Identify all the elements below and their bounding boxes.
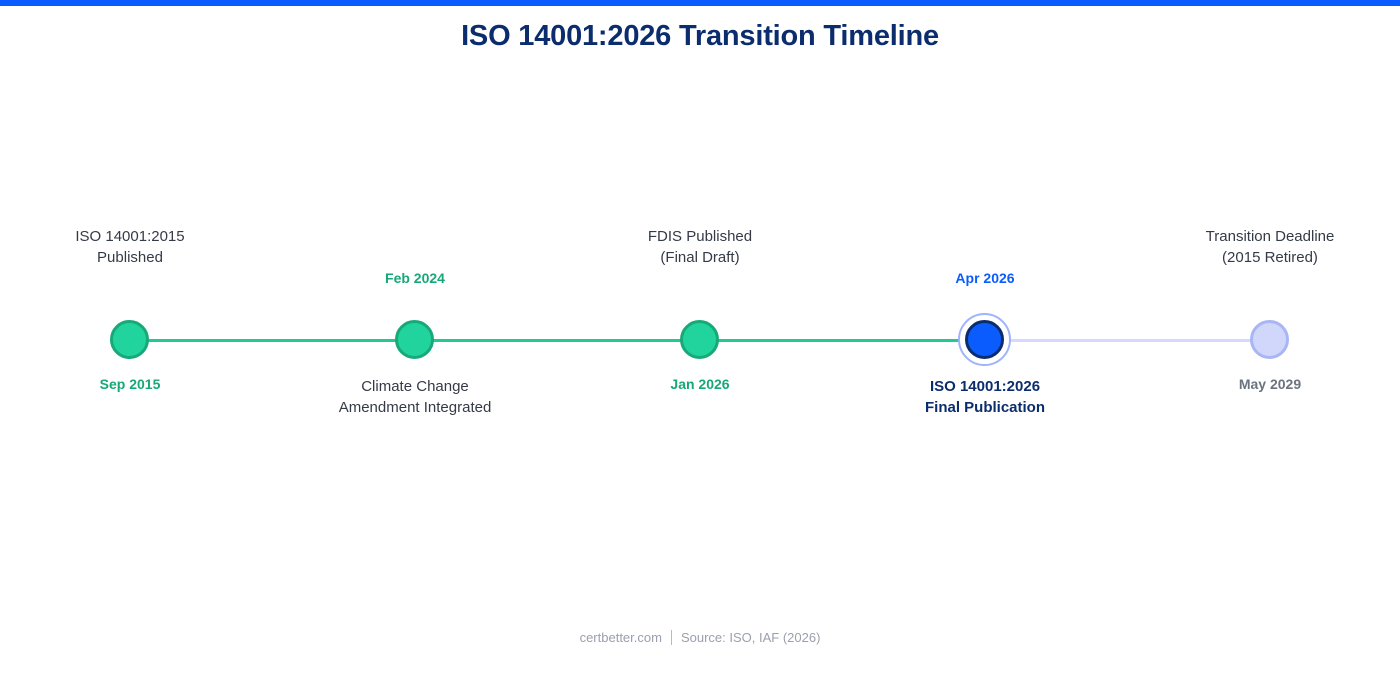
milestone-label: FDIS Published (Final Draft): [647, 228, 753, 266]
milestone-marker: [1250, 320, 1289, 359]
footer-source: Source: ISO, IAF (2026): [680, 630, 821, 645]
milestone-label: Transition Deadline (2015 Retired): [1205, 228, 1335, 266]
milestone-date: Jan 2026: [670, 376, 730, 392]
milestone-marker: [110, 320, 149, 359]
milestone-marker: [395, 320, 434, 359]
timeline-segment-1: [130, 339, 415, 342]
milestone-label: Climate Change Amendment Integrated: [338, 378, 492, 416]
timeline-segment-3: [700, 339, 985, 342]
milestone-date: Feb 2024: [385, 270, 445, 286]
current-milestone-marker: [965, 320, 1004, 359]
milestone-marker: [680, 320, 719, 359]
page-title: ISO 14001:2026 Transition Timeline: [461, 20, 939, 52]
milestone-label: ISO 14001:2015 Published: [75, 228, 185, 266]
timeline-segment-4: [985, 339, 1270, 342]
footer-site: certbetter.com: [579, 630, 662, 645]
footer: certbetter.com Source: ISO, IAF (2026): [0, 630, 1400, 645]
milestone-date: Apr 2026: [955, 270, 1015, 286]
top-accent-bar: [0, 0, 1400, 6]
milestone-label: ISO 14001:2026 Final Publication: [924, 378, 1045, 416]
milestone-date: May 2029: [1238, 376, 1302, 392]
footer-divider: [670, 630, 672, 645]
timeline-segment-2: [415, 339, 700, 342]
milestone-date: Sep 2015: [99, 376, 161, 392]
